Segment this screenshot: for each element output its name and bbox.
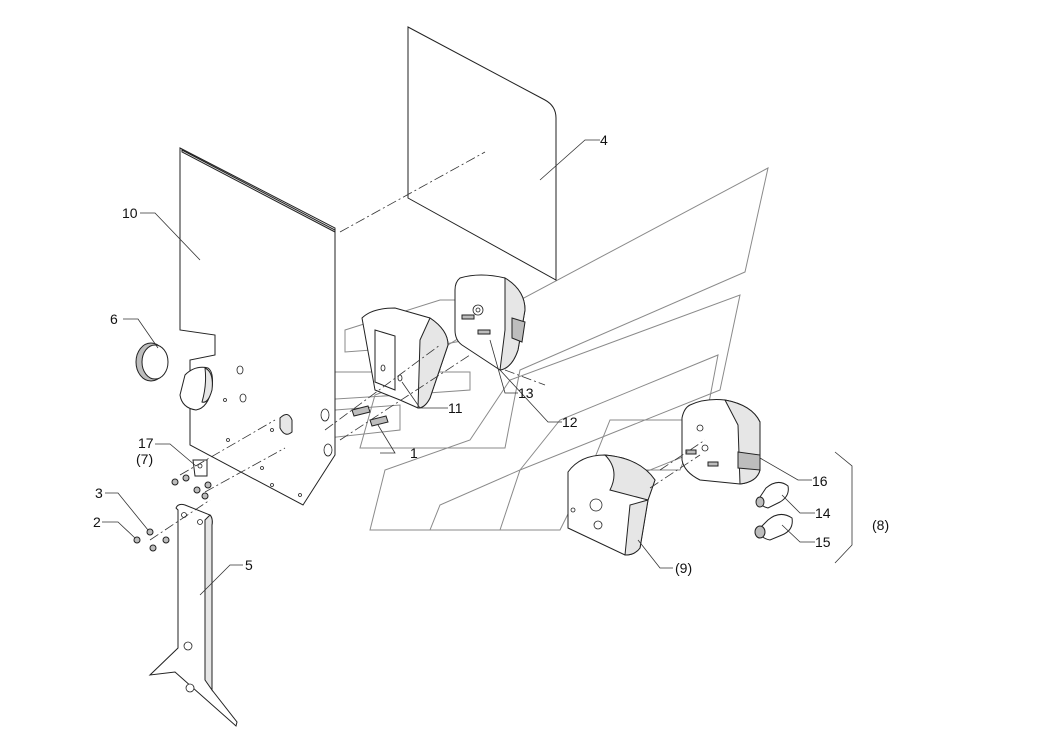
fasteners-nuts-washers [133,474,212,552]
callout-5: 5 [245,557,253,573]
assembly-axis-lines [149,151,706,541]
board-holes [223,365,333,497]
callout-2: 2 [93,514,101,530]
callout-3: 3 [95,485,103,501]
callout-11: 11 [448,400,463,416]
part-9-lamp-cover [567,454,656,556]
callout-labels: 4 10 6 11 13 12 1 17 (7) 3 2 5 16 14 15 … [93,132,889,576]
callout-6: 6 [110,311,118,327]
part-5-mounting-bracket [148,503,238,727]
callout-8: (8) [872,517,889,533]
part-17-clip [192,459,208,477]
part-10-side-board [179,147,336,506]
callout-14: 14 [815,505,831,521]
callout-12: 12 [562,414,578,430]
callout-10: 10 [122,205,138,221]
callout-7: (7) [136,451,153,467]
part-1-bolts [351,405,389,427]
part-15-bulb [754,514,793,541]
callout-leaders [102,139,853,596]
callout-16: 16 [812,473,828,489]
callout-1: 1 [410,445,418,461]
part-14-bulb [755,482,789,509]
callout-4: 4 [600,132,608,148]
upper-rear-lamp [454,274,526,371]
callout-15: 15 [815,534,831,550]
callout-13: 13 [518,385,534,401]
callout-17: 17 [138,435,154,451]
callout-9: (9) [675,560,692,576]
part-6-round-reflector [135,342,213,411]
part-16-lamp-body [681,399,761,485]
